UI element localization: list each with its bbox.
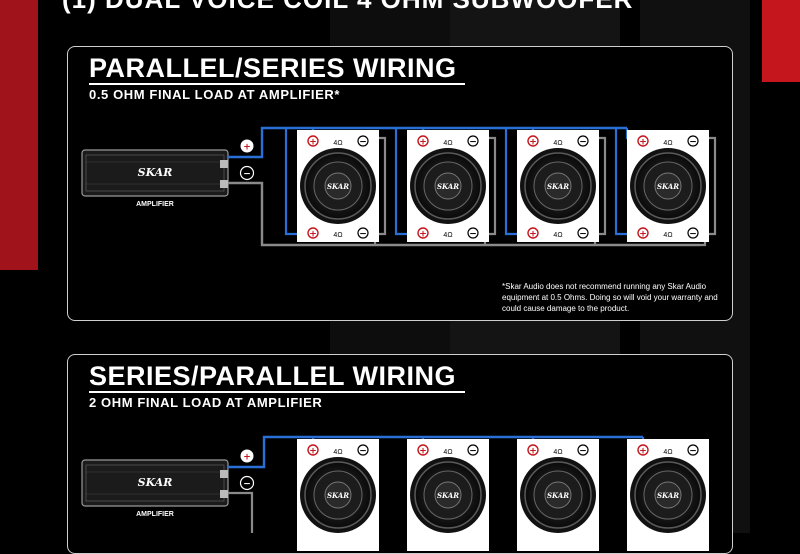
subwoofer-group-panel2: + − 4Ω SKAR + − 4Ω SKAR +: [297, 439, 709, 551]
minus-symbol: −: [469, 138, 477, 148]
plus-symbol: +: [243, 453, 251, 463]
subwoofer: + − 4Ω SKAR: [407, 439, 489, 551]
subwoofer: + − 4Ω SKAR: [297, 439, 379, 551]
wiring-diagram: SKAR AMPLIFIER + −: [81, 126, 717, 551]
plus-symbol: +: [419, 230, 427, 240]
amp-label: AMPLIFIER: [136, 201, 174, 208]
minus-symbol: −: [689, 230, 697, 240]
coil-ohm-label: 4Ω: [663, 232, 672, 239]
svg-text:SKAR: SKAR: [547, 182, 569, 191]
coil-ohm-label: 4Ω: [663, 449, 672, 456]
plus-symbol: +: [639, 230, 647, 240]
red-bar-left: [0, 0, 38, 270]
panel-title: SERIES/PARALLEL WIRING: [89, 361, 457, 391]
coil-ohm-label: 4Ω: [553, 232, 562, 239]
minus-symbol: −: [469, 447, 477, 457]
minus-symbol: −: [243, 480, 251, 490]
amp-label: AMPLIFIER: [136, 511, 174, 518]
svg-text:SKAR: SKAR: [657, 491, 679, 500]
subwoofer: + − 4Ω + − 4Ω SKAR: [627, 130, 709, 242]
plus-symbol: +: [419, 138, 427, 148]
amplifier: SKAR AMPLIFIER: [81, 459, 229, 518]
coil-ohm-label: 4Ω: [553, 140, 562, 147]
wiring-panel-parallel-series: PARALLEL/SERIES WIRING 0.5 OHM FINAL LOA…: [67, 46, 733, 321]
svg-text:SKAR: SKAR: [657, 182, 679, 191]
amp-brand-logo: SKAR: [138, 476, 173, 489]
subwoofer-group-panel1: + − 4Ω + − 4Ω SKAR + − 4Ω + − 4Ω: [297, 130, 709, 242]
svg-text:SKAR: SKAR: [437, 491, 459, 500]
minus-symbol: −: [359, 230, 367, 240]
plus-symbol: +: [639, 138, 647, 148]
minus-symbol: −: [579, 230, 587, 240]
subwoofer: + − 4Ω SKAR: [517, 439, 599, 551]
red-bar-right: [762, 0, 800, 82]
amp-negative-terminal: [239, 475, 255, 491]
plus-symbol: +: [309, 230, 317, 240]
coil-ohm-label: 4Ω: [443, 232, 452, 239]
minus-symbol: −: [689, 138, 697, 148]
coil-ohm-label: 4Ω: [443, 140, 452, 147]
wiring-panel-series-parallel: SERIES/PARALLEL WIRING 2 OHM FINAL LOAD …: [67, 354, 733, 554]
minus-symbol: −: [579, 447, 587, 457]
subwoofer: + − 4Ω + − 4Ω SKAR: [517, 130, 599, 242]
svg-text:SKAR: SKAR: [437, 182, 459, 191]
subwoofer: + − 4Ω + − 4Ω SKAR: [297, 130, 379, 242]
title-underline: [89, 391, 465, 393]
minus-symbol: −: [689, 447, 697, 457]
plus-symbol: +: [419, 447, 427, 457]
svg-text:SKAR: SKAR: [327, 491, 349, 500]
plus-symbol: +: [639, 447, 647, 457]
plus-symbol: +: [309, 447, 317, 457]
coil-ohm-label: 4Ω: [443, 449, 452, 456]
amplifier: SKAR AMPLIFIER: [81, 149, 229, 208]
amp-brand-logo: SKAR: [138, 166, 173, 179]
coil-ohm-label: 4Ω: [553, 449, 562, 456]
coil-ohm-label: 4Ω: [333, 449, 342, 456]
amp-positive-terminal: [240, 139, 254, 153]
svg-text:SKAR: SKAR: [547, 491, 569, 500]
panel-title: PARALLEL/SERIES WIRING: [89, 53, 457, 83]
plus-symbol: +: [529, 230, 537, 240]
panel1-wiring: SKAR AMPLIFIER + −: [81, 126, 717, 247]
minus-symbol: −: [469, 230, 477, 240]
panel-subtitle: 0.5 OHM FINAL LOAD AT AMPLIFIER*: [89, 87, 341, 102]
plus-symbol: +: [309, 138, 317, 148]
subwoofer: + − 4Ω + − 4Ω SKAR: [407, 130, 489, 242]
coil-ohm-label: 4Ω: [333, 232, 342, 239]
svg-text:SKAR: SKAR: [327, 182, 349, 191]
panel-subtitle: 2 OHM FINAL LOAD AT AMPLIFIER: [89, 395, 323, 410]
minus-symbol: −: [359, 138, 367, 148]
plus-symbol: +: [243, 143, 251, 153]
disclaimer-note: *Skar Audio does not recommend running a…: [502, 282, 718, 313]
amp-negative-terminal: [239, 165, 255, 181]
minus-symbol: −: [579, 138, 587, 148]
plus-symbol: +: [529, 447, 537, 457]
amp-positive-terminal: [240, 449, 254, 463]
coil-ohm-label: 4Ω: [663, 140, 672, 147]
panel2-wiring: SKAR AMPLIFIER + −: [81, 435, 645, 533]
coil-ohm-label: 4Ω: [333, 140, 342, 147]
subwoofer: + − 4Ω SKAR: [627, 439, 709, 551]
title-underline: [89, 83, 465, 85]
plus-symbol: +: [529, 138, 537, 148]
minus-symbol: −: [243, 170, 251, 180]
minus-symbol: −: [359, 447, 367, 457]
page-title: (1) DUAL VOICE COIL 4 OHM SUBWOOFER: [62, 0, 633, 15]
